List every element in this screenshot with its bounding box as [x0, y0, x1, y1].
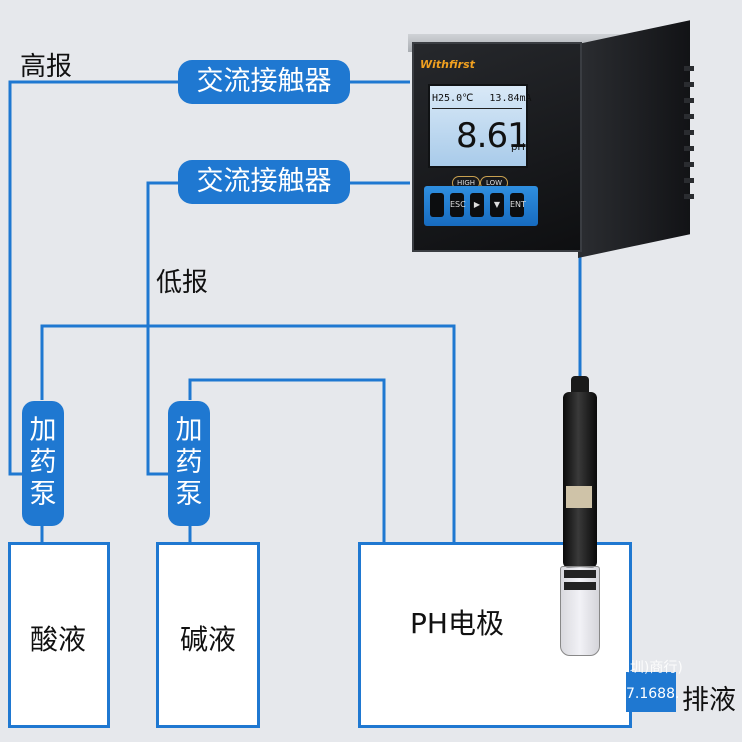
brand-logo: Withfirst	[420, 58, 475, 71]
key-esc[interactable]: ESC	[450, 193, 464, 217]
watermark-line1: 青易仟 (深圳)商行)	[564, 657, 683, 677]
key-enter[interactable]: ENT	[510, 193, 524, 217]
acid-tank-label: 酸液	[30, 618, 86, 658]
wire-pump1-power	[42, 326, 454, 544]
contactor-bottom: 交流接触器	[178, 160, 350, 204]
lcd-current: 13.84mA	[489, 93, 531, 104]
lcd-status-line: H25.0℃ 13.84mA	[432, 93, 532, 104]
probe-ring	[564, 570, 596, 578]
probe-ring	[564, 582, 596, 590]
lcd-temperature: H25.0℃	[432, 93, 473, 104]
key-right[interactable]: ▶	[470, 193, 484, 217]
drain-label: 排液	[682, 678, 736, 717]
controller-side	[578, 20, 690, 258]
key-down[interactable]: ▼	[490, 193, 504, 217]
dosing-pump-left: 加药泵	[22, 401, 64, 526]
contactor-top: 交流接触器	[178, 60, 350, 104]
ph-electrode-label: PH电极	[410, 602, 504, 642]
probe-label-sticker	[566, 486, 592, 508]
high-alarm-label: 高报	[20, 46, 72, 83]
watermark-line2: 7.1688.	[626, 686, 679, 702]
probe-body	[563, 392, 597, 568]
lcd-ph-unit: pH	[511, 142, 525, 153]
wire-pump2-power	[190, 380, 384, 544]
dosing-pump-right: 加药泵	[168, 401, 210, 526]
lcd-divider	[432, 108, 522, 109]
key-menu[interactable]	[430, 193, 444, 217]
low-alarm-label: 低报	[156, 262, 208, 299]
alkali-tank-label: 碱液	[180, 618, 236, 658]
probe-glass-tip	[560, 566, 600, 656]
